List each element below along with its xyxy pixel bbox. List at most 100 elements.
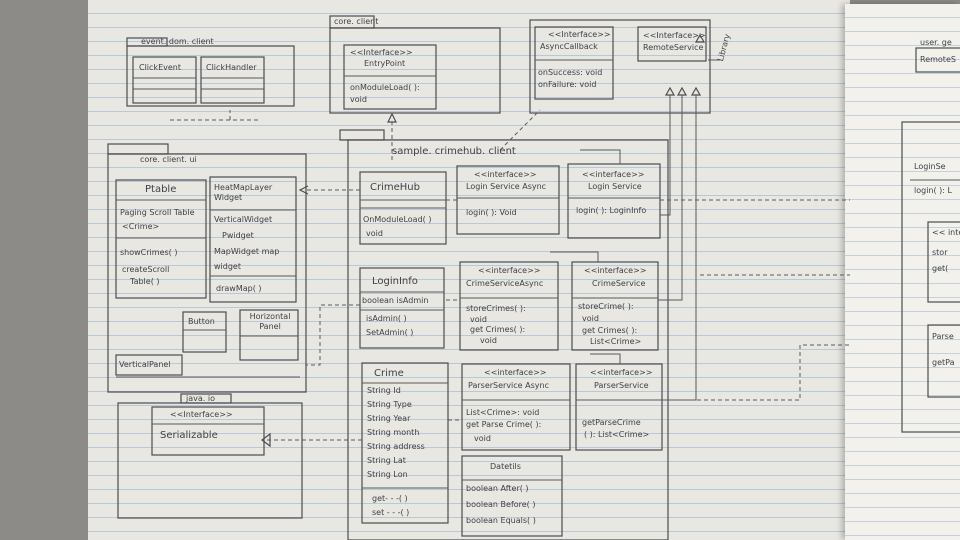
ptable-op-1: showCrimes( ) [120, 248, 178, 257]
async-callback-name: AsyncCallback [540, 42, 598, 51]
package-label-event-dom: event. dom. client [141, 37, 214, 46]
logininfo-name: LoginInfo [372, 276, 418, 287]
crime-attr-7: String Lon [367, 470, 408, 479]
crime-async-stereotype: <<interface>> [478, 266, 541, 275]
parser-async-op-1: List<Crime>: void [466, 408, 540, 417]
logininfo-op-2: SetAdmin( ) [366, 328, 414, 337]
heatmap-line-4: widget [214, 262, 241, 271]
login-service-op: login( ): LoginInfo [576, 206, 647, 215]
package-label-core-client-ui: core. client. ui [140, 155, 197, 164]
right-sheet-box1: RemoteS [920, 55, 956, 64]
package-java-io [117, 393, 303, 519]
ptable-line-2: <Crime> [122, 222, 160, 231]
relationship-lines [170, 59, 850, 448]
package-interfaces-top [529, 19, 711, 114]
crime-service-op-3: get Crimes( ): [582, 326, 638, 335]
ptable-op-3: Table( ) [130, 277, 160, 286]
package-label-core-client: core. client [334, 17, 379, 26]
crime-service-op-2: void [582, 314, 599, 323]
remote-service-stereotype: <<Interface>> [643, 31, 706, 40]
serializable-name: Serializable [160, 430, 218, 441]
right-sheet-shapes [901, 47, 960, 433]
crime-attr-4: String month [367, 428, 420, 437]
async-callback-op-2: onFailure: void [538, 80, 597, 89]
ptable-line-1: Paging Scroll Table [120, 208, 195, 217]
right-sheet-box3-line1: << inte [932, 228, 960, 237]
datetils-op-2: boolean Before( ) [466, 500, 536, 509]
crime-name: Crime [374, 368, 404, 379]
crime-service-stereotype: <<interface>> [584, 266, 647, 275]
ptable-name: Ptable [145, 184, 177, 195]
vertical-panel-name: VerticalPanel [119, 360, 171, 369]
right-sheet-box2-line2: login( ): L [914, 186, 952, 195]
ptable-op-2: createScroll [122, 265, 170, 274]
entry-op-2: void [350, 95, 367, 104]
async-callback-stereotype: <<Interface>> [548, 30, 611, 39]
package-core-client [329, 15, 501, 114]
crime-async-op-3: get Crimes( ): [470, 325, 526, 334]
crime-attr-5: String address [367, 442, 425, 451]
logininfo-attr: boolean isAdmin [362, 296, 429, 305]
crime-service-name: CrimeService [592, 279, 646, 288]
crime-attr-2: String Type [367, 400, 412, 409]
logininfo-op-1: isAdmin( ) [366, 314, 407, 323]
crime-op-2: set - - -( ) [372, 508, 410, 517]
heatmap-line-2: Pwidget [222, 231, 254, 240]
serializable-stereotype: <<Interface>> [170, 410, 233, 419]
heatmap-line-1: VerticalWidget [214, 215, 273, 224]
entry-op-1: onModuleLoad( ): [350, 83, 420, 92]
right-sheet-box3-line3: get( [932, 264, 949, 273]
entry-point-name: EntryPoint [364, 59, 406, 68]
right-sheet-box4-line1: Parse [932, 332, 954, 341]
package-event-dom-client [126, 37, 295, 107]
crime-attr-3: String Year [367, 414, 411, 423]
heatmap-line-3: MapWidget map [214, 247, 280, 256]
right-sheet-box3-line2: stor [932, 248, 948, 257]
entry-stereotype: <<Interface>> [350, 48, 413, 57]
crime-attr-1: String Id [367, 386, 401, 395]
class-name-click-handler: ClickHandler [206, 63, 257, 72]
login-async-name: Login Service Async [466, 182, 547, 191]
datetils-op-3: boolean Equals( ) [466, 516, 536, 525]
heatmap-op: drawMap( ) [216, 284, 262, 293]
crime-async-op-1: storeCrimes( ): [466, 304, 526, 313]
login-async-stereotype: <<interface>> [474, 170, 537, 179]
async-callback-op-1: onSuccess: void [538, 68, 603, 77]
crimehub-name: CrimeHub [370, 182, 420, 193]
package-label-sample: sample. crimehub. client [392, 146, 516, 157]
horizontal-panel-name: Horizontal Panel [249, 312, 291, 331]
crime-attr-6: String Lat [367, 456, 406, 465]
parser-async-stereotype: <<interface>> [484, 368, 547, 377]
crime-service-op-4: List<Crime> [590, 337, 642, 346]
crime-service-op-1: storeCrime( ): [578, 302, 634, 311]
parser-service-op-1: getParseCrime [582, 418, 641, 427]
parser-async-name: ParserService Async [468, 381, 549, 390]
parser-service-stereotype: <<interface>> [590, 368, 653, 377]
crime-op-1: get- - -( ) [372, 494, 408, 503]
parser-async-op-3: void [474, 434, 491, 443]
crime-async-op-4: void [480, 336, 497, 345]
package-label-java-io: java. io [186, 394, 215, 403]
login-async-op: login( ): Void [466, 208, 517, 217]
crime-async-name: CrimeServiceAsync [466, 279, 544, 288]
right-sheet-box4-line2: getPa [932, 358, 955, 367]
crimehub-op-1: OnModuleLoad( ) [363, 215, 432, 224]
crimehub-op-2: void [366, 229, 383, 238]
login-service-stereotype: <<interface>> [582, 170, 645, 179]
datetils-name: Datetils [490, 462, 521, 471]
second-notebook-sheet [845, 4, 960, 540]
right-sheet-title: user. ge [920, 38, 952, 47]
right-sheet-box2-line1: LoginSe [914, 162, 946, 171]
remote-service-name: RemoteService [643, 43, 704, 52]
parser-service-name: ParserService [594, 381, 649, 390]
package-core-client-ui [107, 143, 307, 393]
parser-async-op-2: get Parse Crime( ): [466, 420, 542, 429]
package-sample-crimehub-client [339, 129, 669, 540]
parser-service-op-2: ( ): List<Crime> [584, 430, 650, 439]
login-service-name: Login Service [588, 182, 642, 191]
crime-async-op-2: void [470, 315, 487, 324]
class-name-click-event: ClickEvent [139, 63, 181, 72]
heatmap-name: HeatMapLayer Widget [214, 183, 273, 202]
datetils-op-1: boolean After( ) [466, 484, 529, 493]
